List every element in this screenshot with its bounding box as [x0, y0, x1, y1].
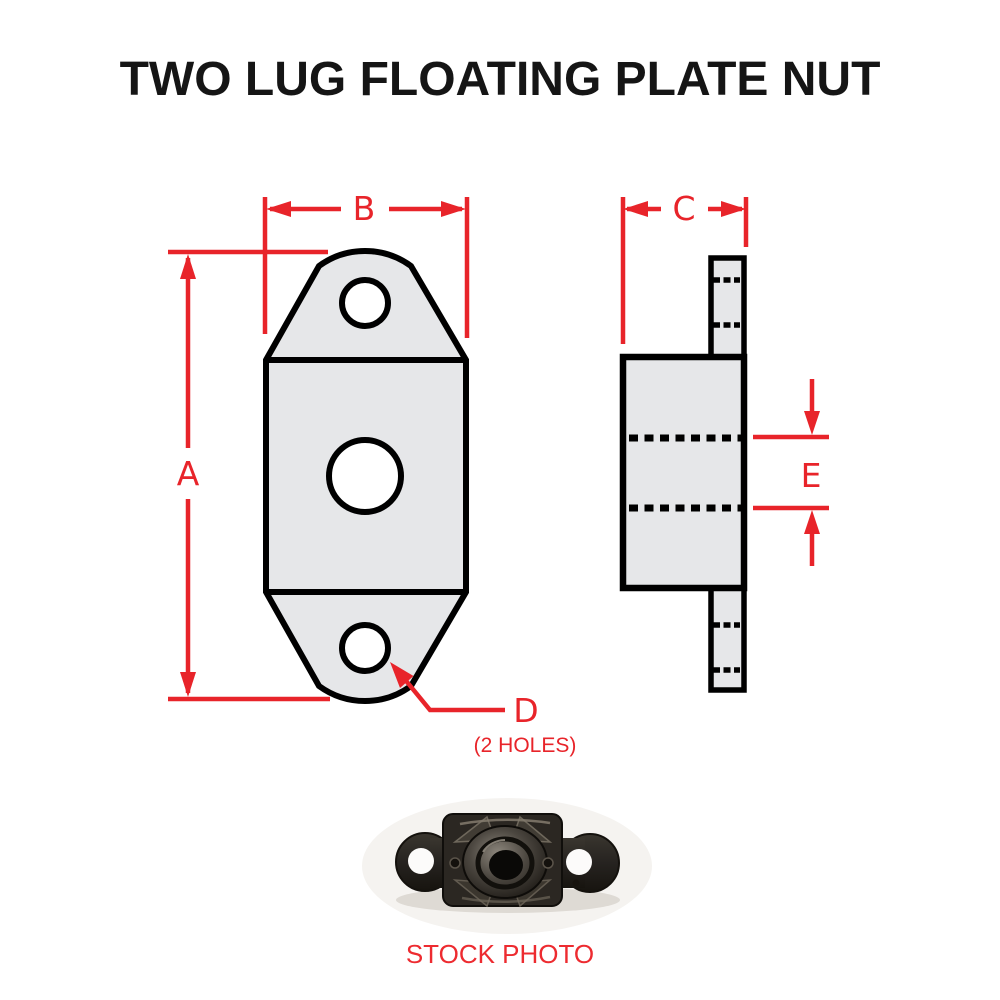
dimension-d: D (2 HOLES) [390, 662, 576, 757]
dim-b-arrow-right [441, 201, 466, 217]
dim-e-arrow-down [804, 411, 820, 435]
part-dimple [572, 879, 580, 887]
dimension-a: A [168, 249, 330, 702]
part-cage-bottom-highlight [461, 895, 551, 903]
stock-photo-image [362, 798, 652, 934]
dim-c-label: C [672, 189, 695, 228]
dim-a-label: A [177, 454, 200, 493]
front-view-top-rivet-hole [339, 277, 391, 329]
side-view-nut-body [619, 353, 748, 592]
side-view [619, 255, 748, 693]
dim-e-label: E [801, 456, 822, 495]
dim-d-arrowhead [390, 662, 414, 688]
part-right-lug-hole [566, 849, 592, 875]
part-nut-ring [475, 836, 535, 890]
part-nut-ring-highlight [482, 839, 506, 853]
part-left-lug-hole [408, 848, 434, 874]
holes-count-note: (2 HOLES) [474, 734, 577, 757]
front-view-center-nut-hole [326, 437, 404, 515]
front-view [263, 247, 469, 705]
dimension-b: B [262, 189, 470, 338]
dim-b-label: B [353, 189, 376, 228]
part-rivet-left [449, 857, 461, 869]
dim-c-arrow-left [623, 201, 648, 217]
dim-c-arrow-right [721, 201, 746, 217]
dim-a-arrow-up [180, 254, 196, 279]
dim-a-arrow-down [180, 672, 196, 697]
part-cage-top-highlight [459, 818, 551, 826]
dim-b-arrow-left [266, 201, 291, 217]
dim-e-arrow-up [804, 510, 820, 534]
front-view-bottom-rivet-hole [339, 622, 391, 674]
dimension-e: E [753, 379, 829, 566]
stock-photo-caption: STOCK PHOTO [406, 939, 594, 969]
dim-d-leader [396, 669, 505, 713]
part-rivet-right [542, 857, 554, 869]
dim-d-label: D [513, 691, 538, 730]
part-nut-bore [489, 850, 523, 880]
page-title: TWO LUG FLOATING PLATE NUT [119, 53, 881, 106]
dimension-c: C [620, 189, 749, 344]
